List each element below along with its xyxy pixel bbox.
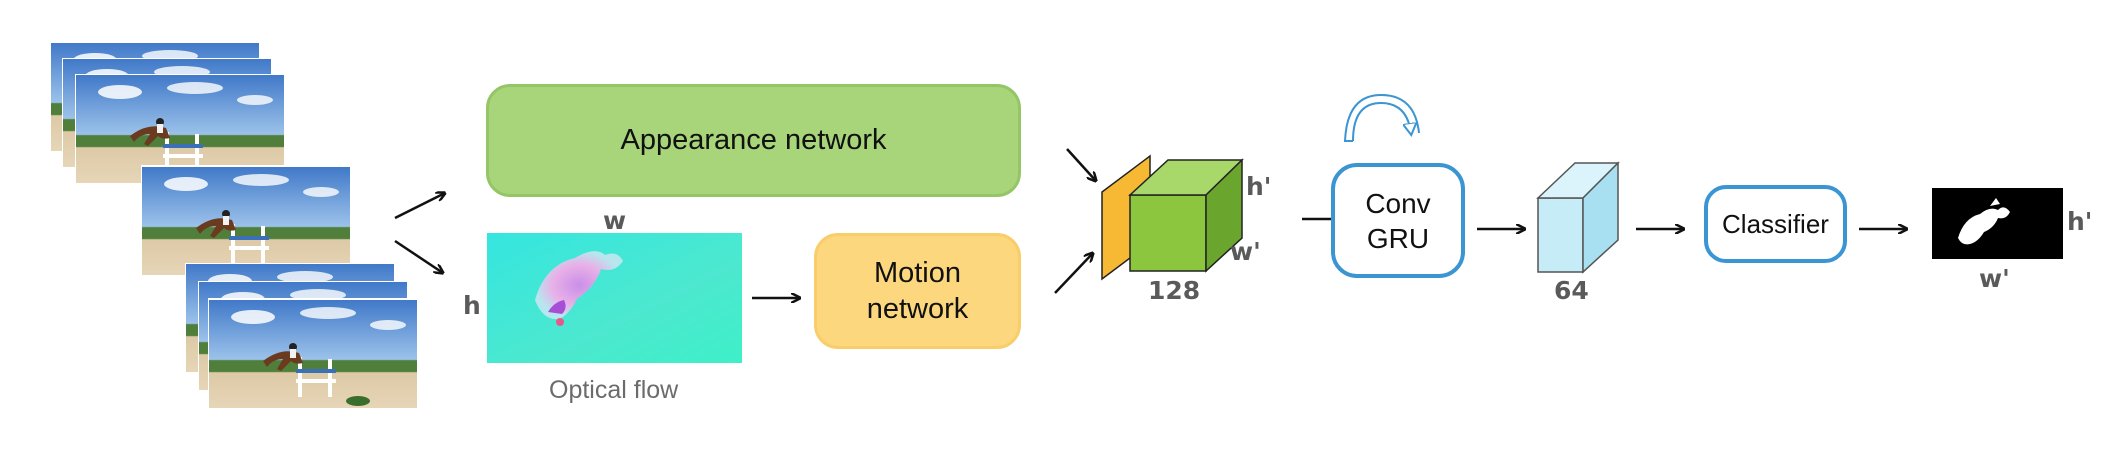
output-height-label: h' xyxy=(2067,207,2093,236)
motion-network-label-1: Motion xyxy=(873,256,962,289)
output-width-label: w' xyxy=(1979,264,2010,293)
appearance-feature-cube xyxy=(1128,158,1244,273)
classifier: Classifier xyxy=(1704,185,1847,263)
hidden-channels-label: 64 xyxy=(1554,276,1589,305)
feature-channels-label: 128 xyxy=(1148,276,1201,305)
feature-height-label: h' xyxy=(1246,172,1272,201)
motion-network-label-2: network xyxy=(866,293,969,325)
conv-gru-label-1: Conv xyxy=(1365,187,1431,219)
output-mask xyxy=(1932,188,2063,259)
optical-flow-caption: Optical flow xyxy=(549,376,679,404)
recurrent-loop-icon xyxy=(1352,101,1411,142)
flow-width-label: w xyxy=(603,206,627,235)
classifier-label: Classifier xyxy=(1722,208,1829,239)
arrow-appearance-to-features xyxy=(1066,148,1096,181)
arrow-motion-to-features xyxy=(1054,253,1093,294)
arrow-frames-to-flow xyxy=(394,239,443,273)
feature-width-label: w' xyxy=(1230,237,1261,266)
appearance-network-label: Appearance network xyxy=(620,124,887,157)
hidden-state-cube xyxy=(1536,161,1620,274)
motion-network: Motion network xyxy=(814,233,1021,349)
conv-gru: Conv GRU xyxy=(1331,163,1465,278)
arrow-frames-to-appearance xyxy=(394,193,445,220)
flow-height-label: h xyxy=(463,291,481,320)
conv-gru-label-2: GRU xyxy=(1366,222,1430,254)
appearance-network: Appearance network xyxy=(486,84,1021,197)
